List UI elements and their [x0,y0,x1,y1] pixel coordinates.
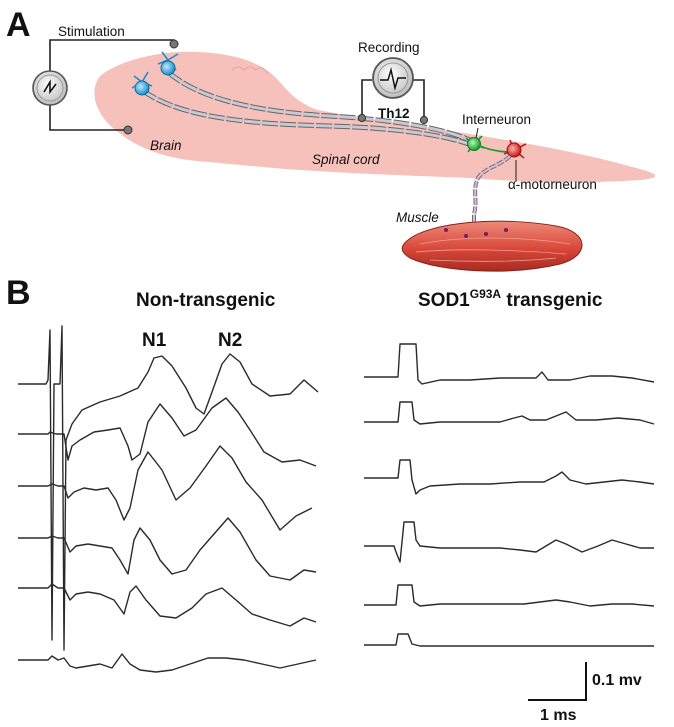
stimulator-icon [32,70,68,106]
nontransgenic-traces [18,325,319,673]
cerebellum-folds [231,66,269,75]
nt-trace-1 [18,325,319,651]
tg-trace-2 [364,401,655,425]
interneuron-leader [475,127,479,139]
peak-n2-label: N2 [218,330,242,351]
tg-trace-1 [364,343,655,385]
transgenic-traces [364,343,655,647]
rec-wire-left [361,79,372,116]
spinal-cord-label: Spinal cord [312,152,380,167]
nt-trace-3 [18,445,313,531]
scale-time-label: 1 ms [540,707,577,724]
recording-site-label: Th12 [378,106,410,121]
muscle-label: Muscle [396,210,439,225]
tg-trace-3 [364,459,655,495]
stim-electrode-top [169,39,179,49]
stim-electrode-bottom [123,125,133,135]
rec-wire-right [412,79,425,118]
tg-trace-4 [364,521,654,563]
nt-trace-2 [18,397,317,467]
cortical-neuron-1 [157,51,179,76]
tg-trace-5 [364,584,655,607]
nt-trace-4 [18,517,317,581]
interneuron-label: Interneuron [462,112,531,127]
rec-electrode-right [419,115,429,125]
nt-trace-6 [18,653,317,673]
left-title: Non-transgenic [136,290,276,311]
stimulation-label: Stimulation [58,24,125,39]
rec-electrode-left [357,113,367,123]
panel-b-letter: B [6,274,31,312]
motoneuron-cell [503,139,527,159]
brain-label: Brain [150,138,182,153]
cortical-neuron-2 [131,71,153,96]
interneuron-cell [465,135,511,153]
nt-trace-5 [18,583,317,627]
recording-label: Recording [358,40,420,55]
peak-n1-label: N1 [142,330,167,351]
muscle-icon [401,220,583,272]
tg-trace-6 [364,633,654,647]
scale-voltage-label: 0.1 mv [592,672,642,689]
stim-wire-bottom [49,100,128,131]
panel-a-letter: A [6,6,31,44]
recorder-icon [372,57,414,99]
right-title: SOD1G93A transgenic [418,287,603,311]
scale-bar [528,662,587,701]
motoneuron-label: α-motorneuron [508,177,597,192]
descending-axons [140,70,476,149]
